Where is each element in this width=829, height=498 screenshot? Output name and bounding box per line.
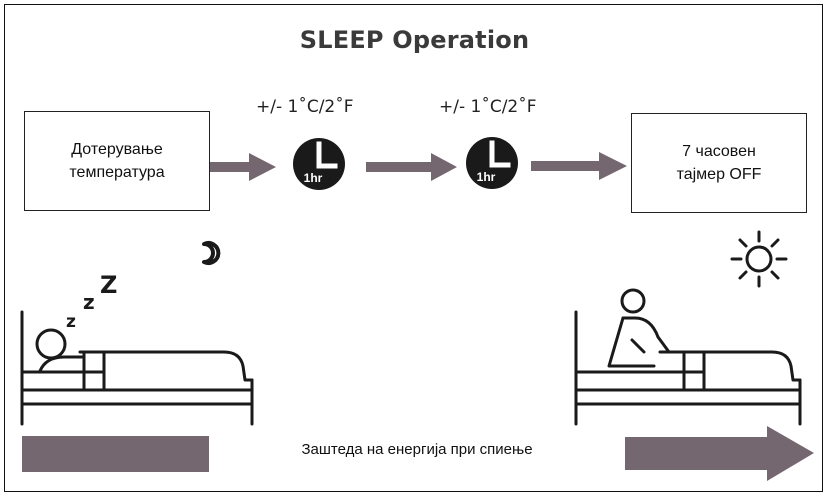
sleep-z-medium: z bbox=[83, 290, 95, 314]
sun-icon bbox=[730, 230, 788, 288]
flow-arrow-2 bbox=[366, 153, 457, 181]
diagram-title: SLEEP Operation bbox=[299, 26, 530, 54]
moon-icon bbox=[202, 241, 221, 265]
sitting-person-icon bbox=[574, 288, 802, 426]
temperature-step-2: +/- 1˚C/2˚F bbox=[439, 97, 537, 117]
temperature-step-1: +/- 1˚C/2˚F bbox=[256, 97, 354, 117]
energy-saving-caption: Заштеда на енергија при спиење bbox=[301, 441, 533, 458]
flow-arrow-3 bbox=[531, 152, 627, 180]
start-box: Дотерување температура bbox=[24, 111, 210, 211]
sleep-z-large: Z bbox=[100, 271, 117, 299]
clock-icon: 1hr bbox=[466, 137, 518, 189]
sleep-z-small: z bbox=[66, 312, 76, 332]
clock-label: 1hr bbox=[477, 170, 496, 184]
diagram-frame bbox=[4, 4, 823, 492]
sleeping-person-icon bbox=[20, 310, 254, 426]
end-box: 7 часовен тајмер OFF bbox=[631, 113, 807, 213]
clock-icon: 1hr bbox=[293, 138, 345, 190]
clock-label: 1hr bbox=[304, 171, 323, 185]
energy-arrow-right bbox=[625, 426, 814, 481]
energy-bar-left bbox=[22, 436, 209, 472]
flow-arrow-1 bbox=[210, 153, 276, 181]
